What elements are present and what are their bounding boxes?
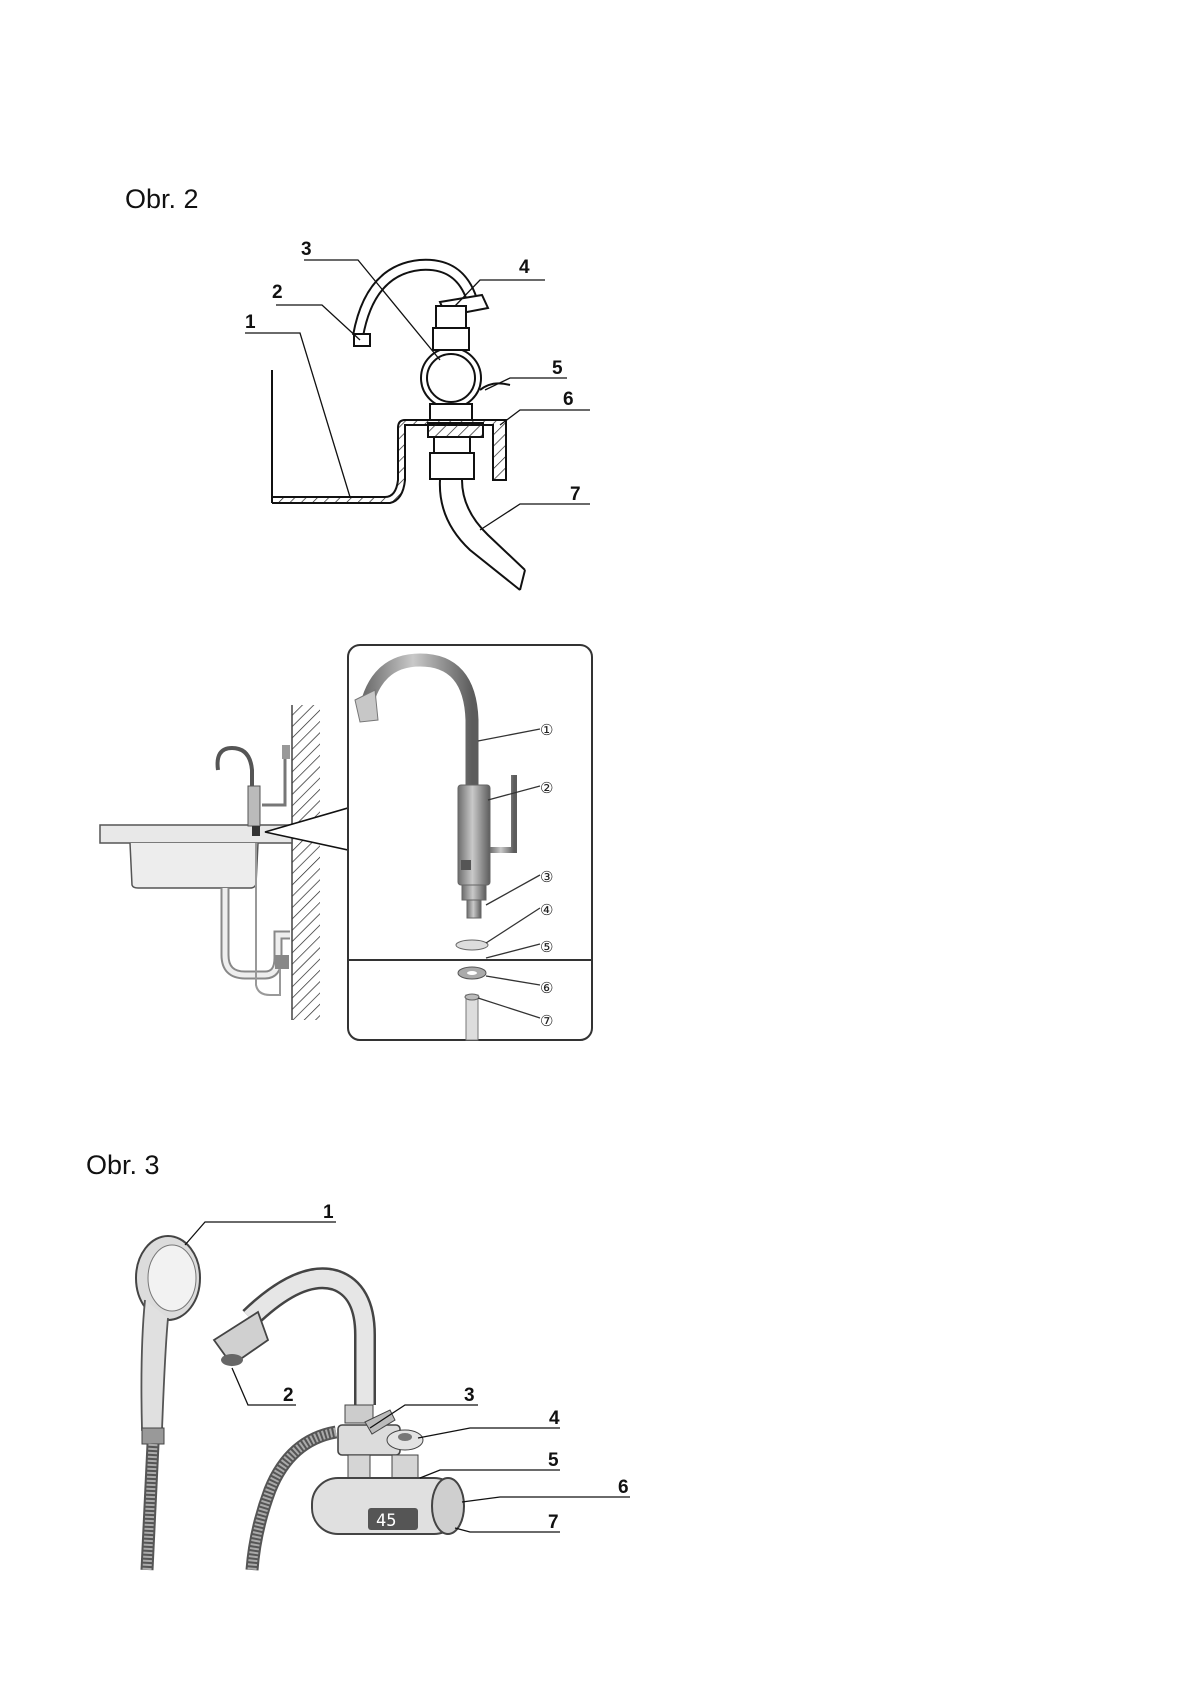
fig3-callout-4: 4 bbox=[549, 1408, 560, 1429]
fig2-detail-callout-7: ⑦ bbox=[540, 1013, 553, 1030]
fig2-line-drawing bbox=[272, 265, 525, 590]
fig2-detail-callout-5: ⑤ bbox=[540, 939, 553, 956]
fig2-leaders bbox=[245, 260, 590, 530]
fig3-callout-2: 2 bbox=[283, 1385, 294, 1406]
fig2-detail-callout-6: ⑥ bbox=[540, 980, 553, 997]
fig2-callout-3: 3 bbox=[301, 239, 312, 260]
fig2-detail-callout-4: ④ bbox=[540, 902, 553, 919]
fig3-callout-5: 5 bbox=[548, 1450, 559, 1471]
fig2-install-drawing bbox=[100, 645, 592, 1040]
fig2-callout-6: 6 bbox=[563, 389, 574, 410]
fig2-callout-1: 1 bbox=[245, 312, 256, 333]
fig3-callout-3: 3 bbox=[464, 1385, 475, 1406]
fig2-callout-4: 4 bbox=[519, 257, 530, 278]
fig2-detail-callout-3: ③ bbox=[540, 869, 553, 886]
fig2-callout-7: 7 bbox=[570, 484, 581, 505]
fig3-callout-7: 7 bbox=[548, 1512, 559, 1533]
fig3-temperature-display: 45 bbox=[376, 1511, 396, 1531]
fig2-callout-2: 2 bbox=[272, 282, 283, 303]
fig2-detail-callout-1: ① bbox=[540, 722, 553, 739]
fig3-callout-1: 1 bbox=[323, 1202, 334, 1223]
fig2-detail-callout-2: ② bbox=[540, 780, 553, 797]
fig3-callout-6: 6 bbox=[618, 1477, 629, 1498]
fig2-callout-5: 5 bbox=[552, 358, 563, 379]
